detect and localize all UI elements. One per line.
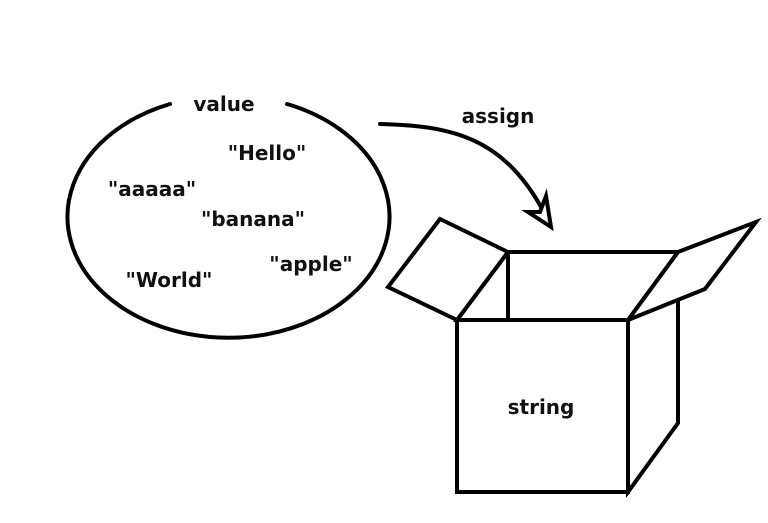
box-front-face	[455, 318, 630, 494]
value-item-banana: "banana"	[201, 207, 305, 231]
assign-arrowhead-icon	[521, 188, 554, 232]
value-item-hello: "Hello"	[228, 141, 307, 165]
value-set-ellipse	[65, 102, 392, 340]
value-item-apple: "apple"	[269, 252, 352, 276]
box-left-flap	[384, 216, 512, 323]
box-right-flap	[622, 217, 762, 325]
string-box	[384, 216, 762, 499]
box-right-side	[626, 293, 680, 499]
assign-label: assign	[462, 104, 535, 128]
value-item-world: "World"	[126, 268, 213, 292]
value-set-label: value	[193, 92, 254, 116]
value-item-aaaaa: "aaaaa"	[108, 177, 196, 201]
assign-arrow	[378, 122, 549, 220]
box-label: string	[508, 395, 575, 419]
